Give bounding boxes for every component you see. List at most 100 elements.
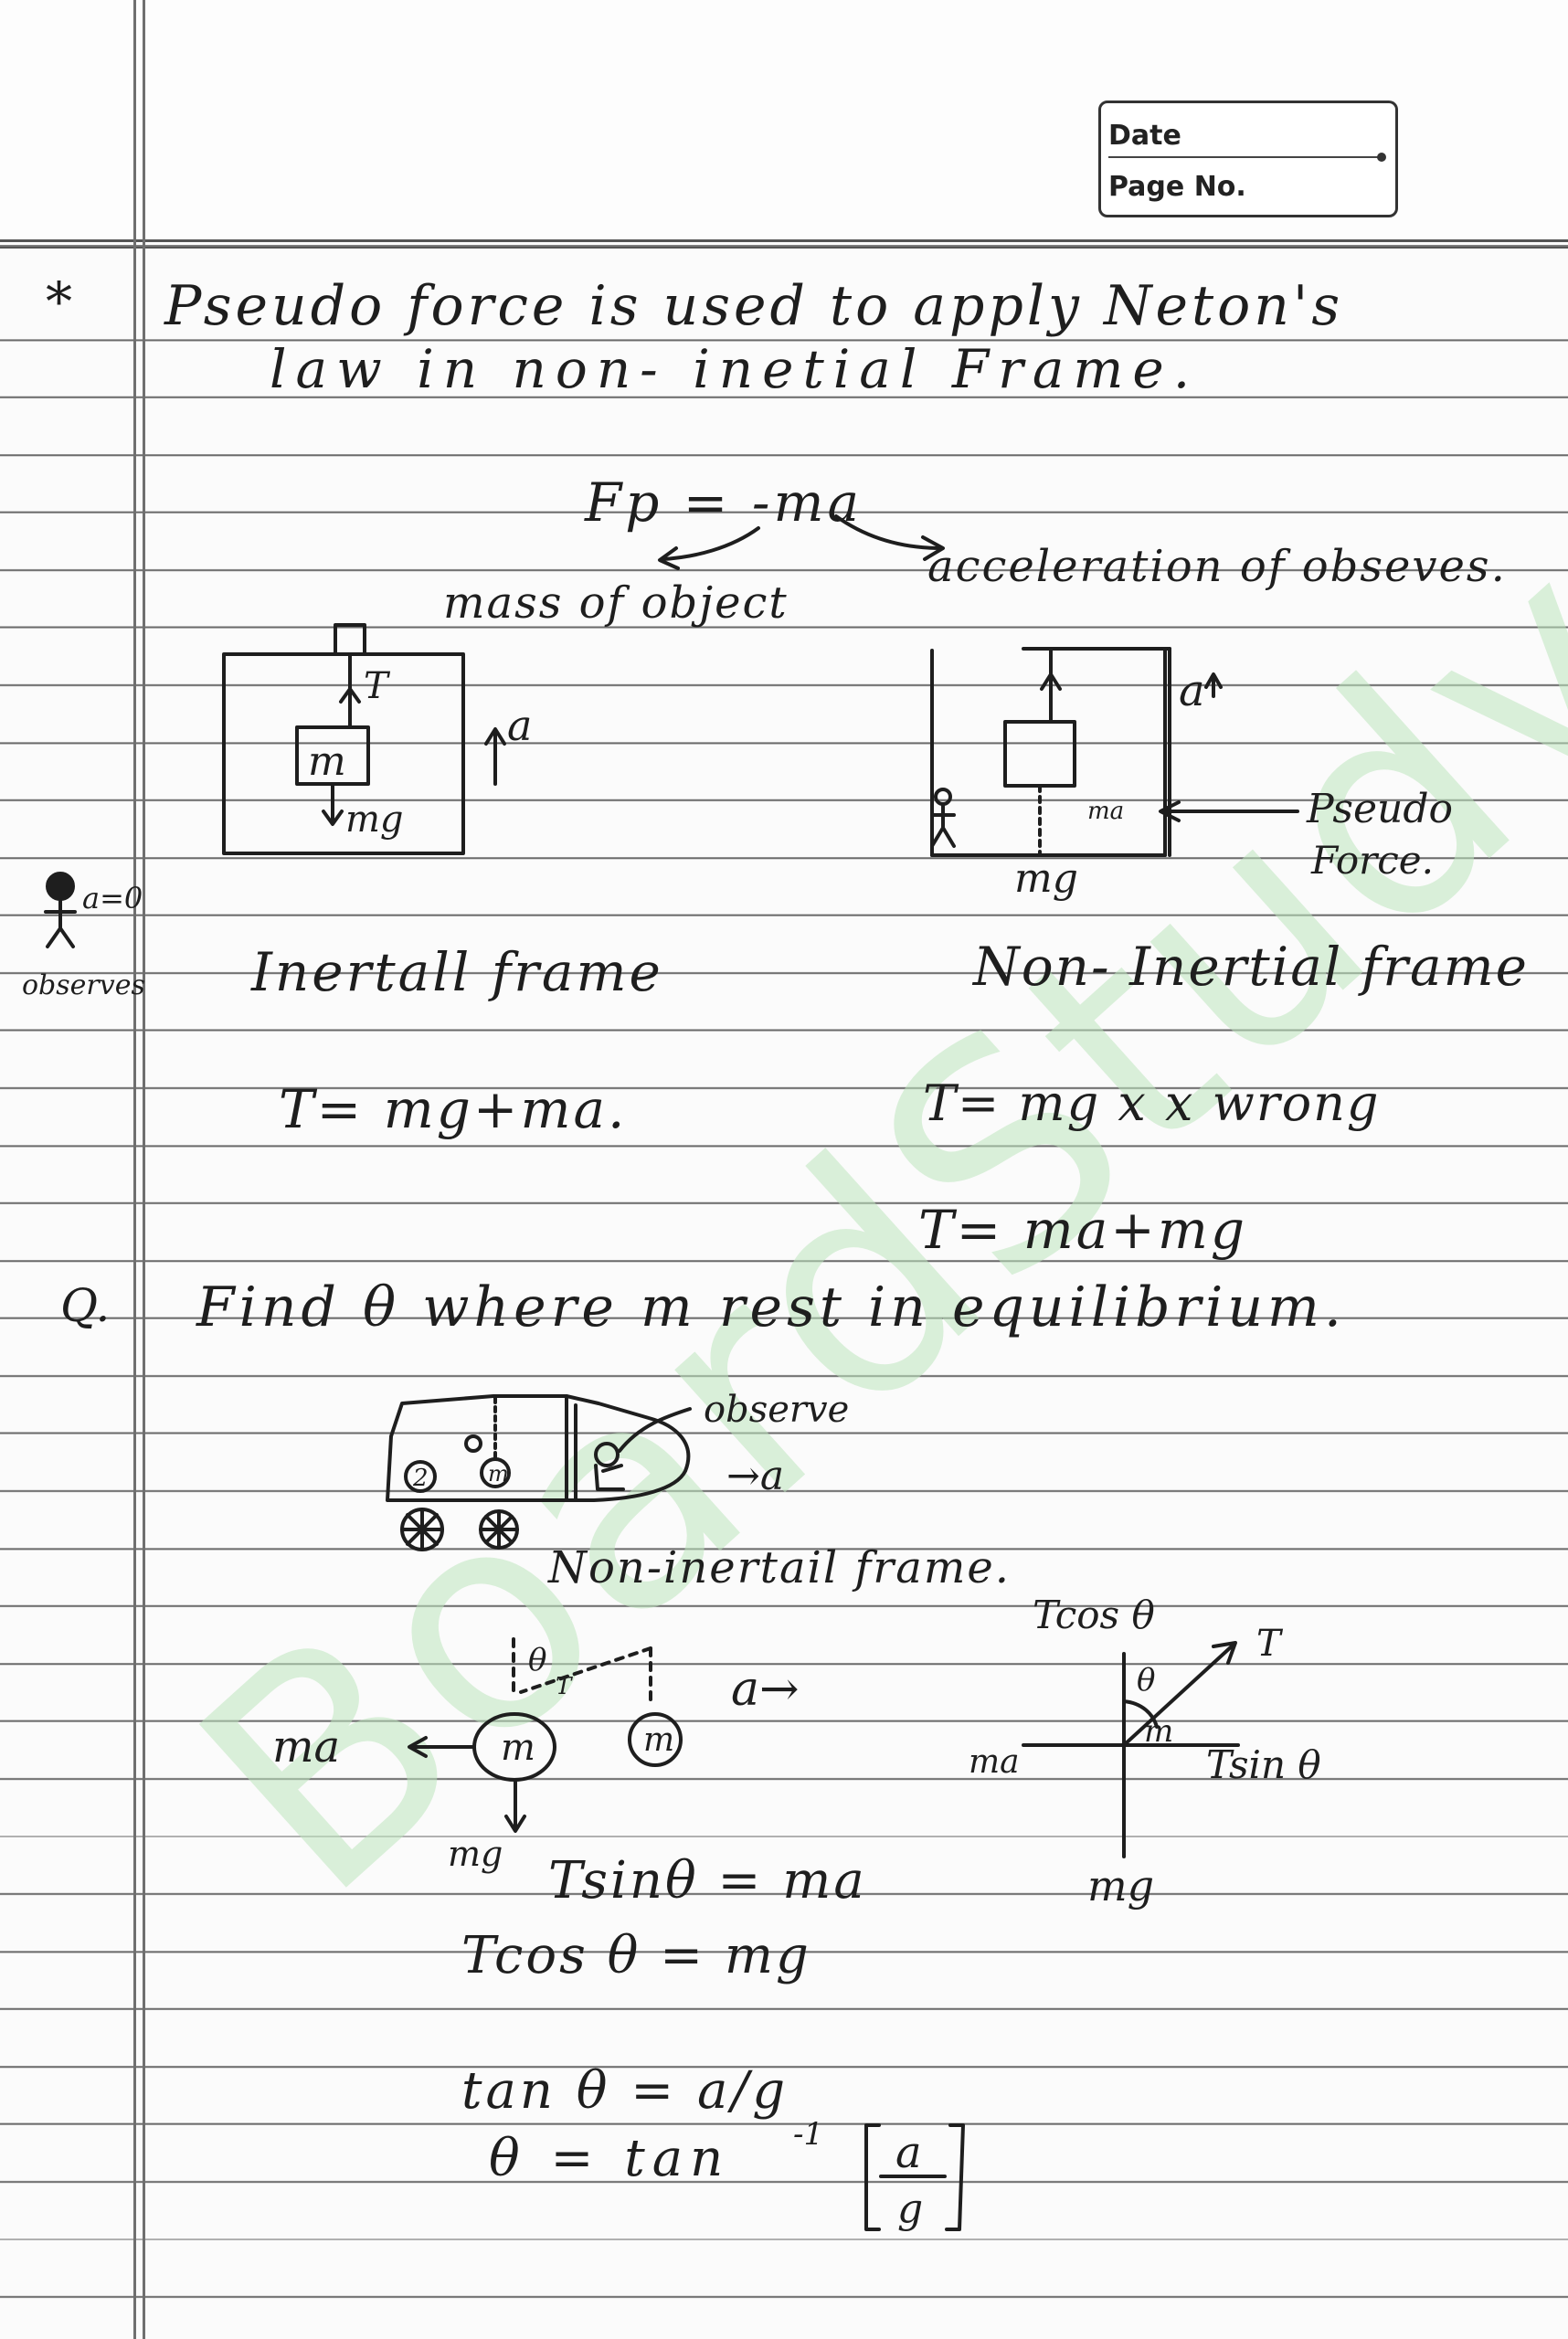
pseudo-label-2: Force. [1310, 838, 1434, 883]
arrow-to-acceleration-head [921, 535, 945, 561]
diagram-a-accel: a [507, 701, 532, 750]
car-driver-head [594, 1442, 620, 1467]
accel-b-arrow [1204, 672, 1223, 689]
margin-line-2 [143, 0, 145, 2339]
observer-head [934, 788, 952, 806]
car-caption: Non-inertail frame. [548, 1542, 1012, 1593]
label-mass-of-object: mass of object [443, 577, 789, 629]
note-line-1: Pseudo force is used to apply Neton's [164, 274, 1344, 338]
date-page-box: Date Page No. [1098, 101, 1398, 217]
arrow-to-acceleration [834, 514, 943, 550]
eq-wrong-T: T= mg x x wrong [923, 1074, 1381, 1132]
car-wheel-2-spokes [479, 1509, 519, 1550]
fbd-left-ma: ma [272, 1721, 340, 1773]
eq-inertial-T: T= mg+ma. [279, 1078, 628, 1140]
page-no-label: Page No. [1108, 171, 1246, 203]
diagram-a-mass: m [308, 738, 346, 785]
fraction-num: a [895, 2127, 922, 2178]
diagram-b-ma: ma [1087, 798, 1124, 825]
derivation-eq3: tan θ = a/g [461, 2061, 789, 2121]
arrow-to-mass-head [658, 546, 680, 570]
label-inertial-frame: Inertall frame [251, 941, 663, 1003]
car-driver-body [594, 1464, 625, 1491]
margin-observer-body [44, 897, 77, 948]
eq-correct-T: T= ma+mg [918, 1199, 1248, 1261]
pseudo-formula: Fp = -ma [585, 471, 863, 534]
question-number: Q. [60, 1279, 111, 1332]
fbd-left-string [519, 1646, 652, 1694]
diagram-a-weight: mg [345, 799, 404, 841]
diagram-inertial-lift: T m mg a [222, 623, 532, 855]
pseudo-label-1: Pseudo [1306, 786, 1453, 832]
question-text: Find θ where m rest in equilibrium. [196, 1275, 1346, 1339]
fbd-left-mass-2 [628, 1712, 683, 1767]
label-noninertial-frame: Non- Inertial frame [973, 936, 1529, 998]
car-theta-mark [464, 1434, 482, 1453]
fbd-right-angle-arc [1122, 1699, 1159, 1729]
arrow-to-mass [661, 526, 760, 561]
observe-pointer [618, 1407, 692, 1453]
fbd-right-mg: mg [1087, 1861, 1154, 1910]
diagram-b-accel: a [1179, 665, 1205, 716]
fbd-right-T: T [1256, 1623, 1284, 1665]
date-dot [1377, 153, 1386, 162]
diagram-b-weight: mg [1014, 855, 1078, 902]
bullet: * [46, 270, 72, 333]
diagram-a-tension: T [364, 665, 391, 707]
fbd-left-m1: m [501, 1727, 535, 1769]
derivation-eq4-lhs: θ = tan [489, 2129, 731, 2188]
margin-line-1 [133, 0, 136, 2339]
note-line-2: law in non- inetial Frame. [270, 338, 1200, 400]
bracket-left [864, 2123, 881, 2231]
margin-observer-head [46, 872, 75, 901]
pseudo-force-arrow [1159, 800, 1181, 822]
derivation-fraction: a g [864, 2123, 965, 2232]
observer-body [930, 802, 956, 848]
fbd-left-mg-arrow [504, 1815, 526, 1833]
fbd-left-ma-arrow [408, 1736, 428, 1758]
pulley-block [334, 623, 366, 656]
derivation-eq2: Tcos θ = mg [461, 1926, 811, 1985]
header-rule [0, 239, 1568, 242]
car-mass: m [488, 1461, 509, 1487]
car-body [386, 1394, 691, 1502]
tension-b-arrow [1040, 672, 1062, 691]
fbd-right-tension [1122, 1643, 1235, 1747]
diagram-noninertial-lift: a ma mg Pseudo Force. [930, 647, 1453, 902]
car-num-2: 2 [412, 1465, 429, 1492]
tension-arrow [339, 687, 361, 704]
car-observe: observe [704, 1389, 849, 1431]
car-accel: →a [726, 1453, 784, 1499]
car-circle-2 [404, 1460, 437, 1493]
fbd-left-T: T [556, 1673, 573, 1700]
observer-a0: a=0 [82, 881, 143, 915]
date-rule [1108, 156, 1384, 158]
block-b [1003, 720, 1076, 788]
car-diagram: 2 m observe →a [386, 1389, 849, 1551]
label-acceleration: acceleration of obseves. [927, 541, 1507, 592]
margin-observer: a=0 observes [22, 872, 145, 1001]
fbd-left: ma m m θ T a→ mg [272, 1637, 800, 1874]
fbd-left-mg: mg [448, 1834, 503, 1874]
fbd-right-tsin: Tsin θ [1206, 1742, 1321, 1787]
fbd-left-m2: m [643, 1721, 674, 1759]
fbd-left-theta: θ [528, 1642, 546, 1678]
bracket-right [945, 2123, 965, 2231]
weight-arrow [322, 810, 344, 826]
fbd-right-tension-arrow [1212, 1641, 1237, 1665]
fbd-left-a: a→ [731, 1662, 800, 1717]
header-rule-2 [0, 247, 1568, 249]
fbd-right-m: m [1144, 1713, 1173, 1750]
observer-observes: observes [22, 969, 145, 1001]
derivation-eq4-sup: -1 [793, 2116, 824, 2153]
fbd-right-tcos: Tcos θ [1033, 1593, 1155, 1637]
fraction-den: g [897, 2186, 923, 2232]
fbd-right: Tcos θ T θ m ma Tsin θ mg [969, 1593, 1321, 1910]
derivation-eq1: Tsinθ = ma [548, 1851, 867, 1910]
fbd-right-theta: θ [1137, 1662, 1155, 1699]
fbd-right-ma: ma [969, 1743, 1020, 1781]
lift-accel-arrow [484, 727, 506, 746]
car-wheel-1-spokes [400, 1508, 444, 1551]
